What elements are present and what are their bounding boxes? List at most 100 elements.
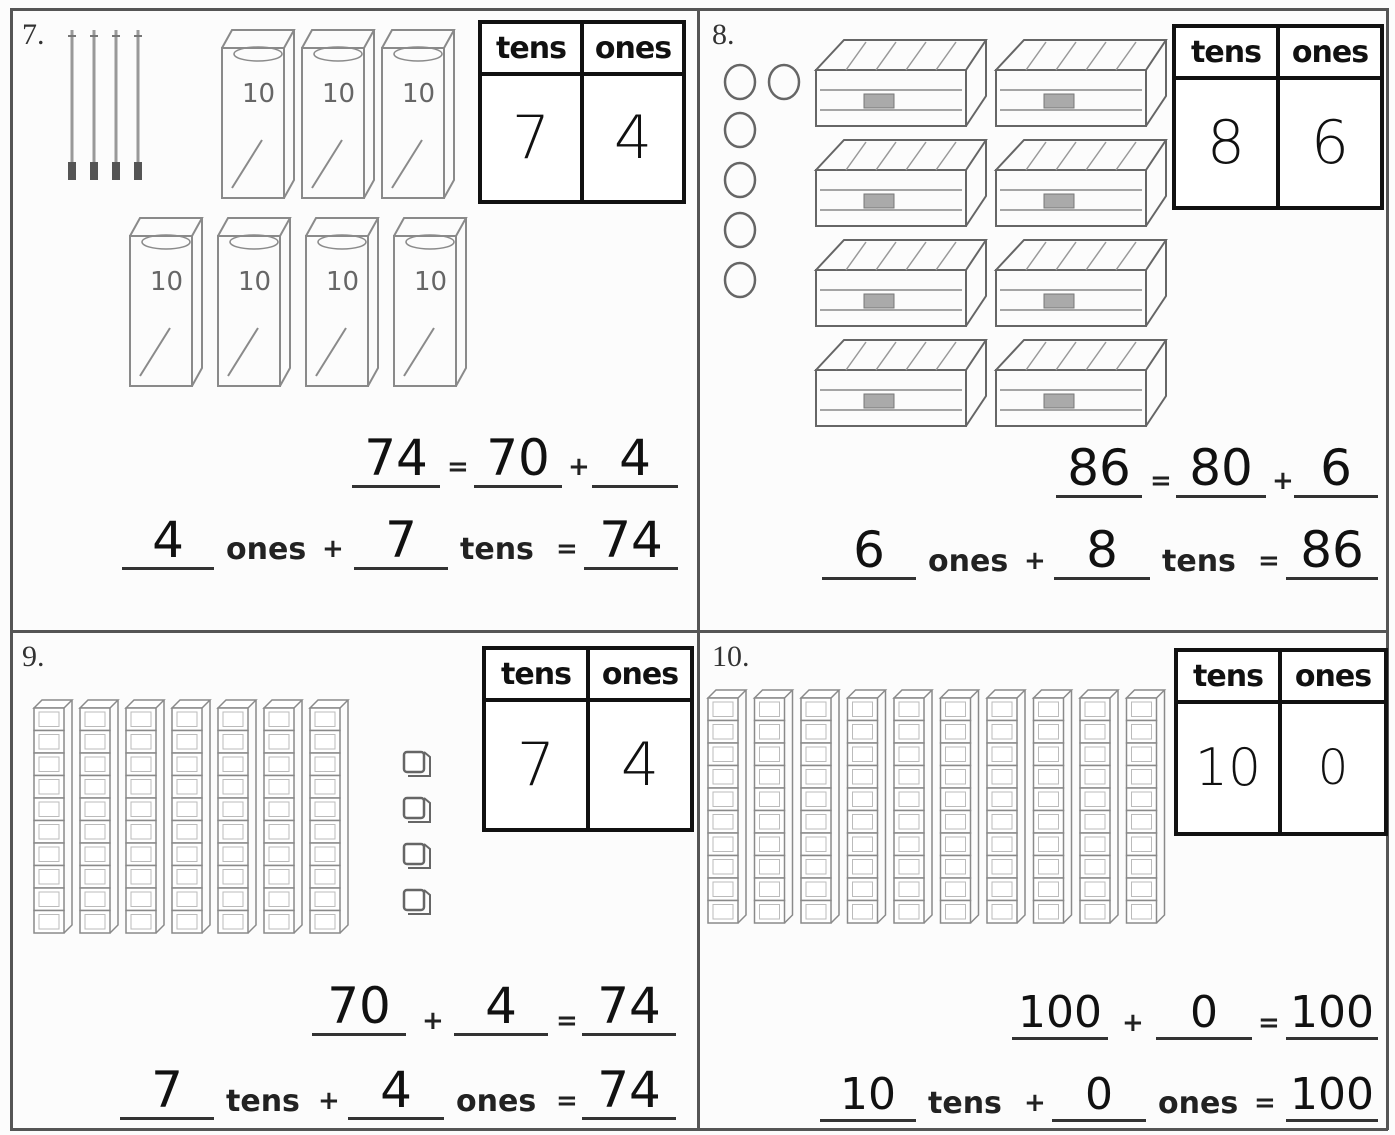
line1-tens-blank[interactable]: 70 bbox=[312, 980, 406, 1036]
line2-tens-blank[interactable]: 10 bbox=[820, 1066, 916, 1122]
ten-tower bbox=[752, 689, 795, 924]
tens-header: tens bbox=[1193, 658, 1264, 694]
single-egg bbox=[723, 161, 757, 199]
line2-ones-word: ones bbox=[1158, 1086, 1239, 1121]
line2-tens-blank[interactable]: 7 bbox=[120, 1064, 214, 1120]
ten-bundle: 10 bbox=[393, 217, 468, 387]
ones-header: ones bbox=[1291, 34, 1369, 70]
line2-tens-word: tens bbox=[928, 1086, 1002, 1121]
ones-value[interactable]: 6 bbox=[1310, 108, 1350, 178]
line1-tens-blank[interactable]: 80 bbox=[1176, 442, 1266, 498]
ones-value[interactable]: 0 bbox=[1317, 740, 1349, 796]
ten-tower bbox=[1124, 689, 1167, 924]
ten-tower bbox=[799, 689, 841, 924]
line1-ones-blank[interactable]: 0 bbox=[1156, 984, 1252, 1040]
ten-tower bbox=[706, 689, 748, 924]
single-stick bbox=[68, 30, 76, 180]
ten-bundle: 10 bbox=[301, 29, 376, 199]
ten-tower bbox=[78, 699, 120, 934]
line2-tens-word: tens bbox=[1162, 544, 1236, 579]
egg-carton bbox=[813, 339, 988, 427]
ten-tower bbox=[1031, 689, 1074, 924]
line1-tens-blank[interactable]: 100 bbox=[1012, 984, 1108, 1040]
line2-tens-blank[interactable]: 8 bbox=[1054, 524, 1150, 580]
unit-cube bbox=[402, 796, 431, 823]
unit-cube bbox=[402, 842, 431, 869]
ten-tower bbox=[892, 689, 934, 924]
ten-tower bbox=[1078, 689, 1120, 924]
line2-plus: + bbox=[1024, 546, 1046, 576]
ten-tower bbox=[308, 699, 350, 934]
ones-value[interactable]: 4 bbox=[613, 103, 653, 173]
bundle-label: 10 bbox=[326, 267, 359, 297]
line1-total-blank[interactable]: 74 bbox=[582, 980, 676, 1036]
line1-total-blank[interactable]: 100 bbox=[1286, 984, 1378, 1040]
ones-value[interactable]: 4 bbox=[620, 730, 660, 800]
line1-equals: = bbox=[1150, 466, 1172, 496]
ten-tower bbox=[216, 699, 258, 934]
ten-bundle: 10 bbox=[217, 217, 292, 387]
single-stick bbox=[134, 30, 142, 180]
problem-number: 7. bbox=[22, 18, 45, 51]
bundle-label: 10 bbox=[242, 79, 275, 109]
line2-total-blank[interactable]: 74 bbox=[584, 514, 678, 570]
ten-tower bbox=[985, 689, 1027, 924]
bundle-label: 10 bbox=[402, 79, 435, 109]
line2-ones-word: ones bbox=[928, 544, 1009, 579]
bundle-label: 10 bbox=[414, 267, 447, 297]
line2-equals: = bbox=[1254, 1088, 1276, 1118]
line1-tens-blank[interactable]: 70 bbox=[474, 432, 562, 488]
tens-value[interactable]: 7 bbox=[511, 103, 551, 173]
line2-ones-word: ones bbox=[456, 1084, 537, 1119]
line2-total-blank[interactable]: 100 bbox=[1286, 1066, 1378, 1122]
line2-plus: + bbox=[1024, 1088, 1046, 1118]
line1-equals: = bbox=[447, 452, 469, 482]
tens-header: tens bbox=[496, 30, 567, 66]
egg-carton bbox=[813, 39, 988, 127]
line1-plus: + bbox=[1272, 466, 1294, 496]
line2-plus: + bbox=[318, 1086, 340, 1116]
single-egg bbox=[723, 261, 757, 299]
ten-tower bbox=[124, 699, 166, 934]
line2-ones-blank[interactable]: 4 bbox=[122, 514, 214, 570]
line1-total-blank[interactable]: 86 bbox=[1056, 442, 1142, 498]
left-border bbox=[10, 8, 13, 1130]
egg-carton bbox=[993, 39, 1168, 127]
line2-total-blank[interactable]: 86 bbox=[1286, 524, 1378, 580]
ten-tower bbox=[32, 699, 74, 934]
problem-number: 9. bbox=[22, 640, 45, 673]
line1-ones-blank[interactable]: 4 bbox=[454, 980, 548, 1036]
line1-plus: + bbox=[422, 1006, 444, 1036]
ten-bundle: 10 bbox=[129, 217, 204, 387]
tens-value[interactable]: 10 bbox=[1194, 738, 1262, 798]
line2-ones-blank[interactable]: 4 bbox=[348, 1064, 444, 1120]
line1-total-blank[interactable]: 74 bbox=[352, 432, 440, 488]
single-egg bbox=[767, 63, 801, 101]
single-egg bbox=[723, 211, 757, 249]
ones-header: ones bbox=[601, 656, 679, 692]
single-stick bbox=[112, 30, 120, 180]
line1-plus: + bbox=[1122, 1008, 1144, 1038]
tens-header: tens bbox=[1191, 34, 1262, 70]
tens-value[interactable]: 8 bbox=[1206, 108, 1246, 178]
ones-header: ones bbox=[1294, 658, 1372, 694]
ten-tower bbox=[938, 689, 981, 924]
tens-header: tens bbox=[501, 656, 572, 692]
line2-ones-blank[interactable]: 0 bbox=[1052, 1066, 1146, 1122]
tens-value[interactable]: 7 bbox=[516, 730, 556, 800]
line2-tens-blank[interactable]: 7 bbox=[354, 514, 448, 570]
problem-number: 8. bbox=[712, 18, 735, 51]
right-border bbox=[1386, 8, 1389, 1130]
line1-ones-blank[interactable]: 4 bbox=[592, 432, 678, 488]
line1-ones-blank[interactable]: 6 bbox=[1294, 442, 1378, 498]
egg-carton bbox=[813, 239, 988, 327]
line2-total-blank[interactable]: 74 bbox=[582, 1064, 676, 1120]
line1-plus: + bbox=[568, 452, 590, 482]
center-divider bbox=[697, 8, 700, 1130]
line2-ones-blank[interactable]: 6 bbox=[822, 524, 916, 580]
ten-bundle: 10 bbox=[221, 29, 296, 199]
line2-ones-word: ones bbox=[226, 532, 307, 567]
